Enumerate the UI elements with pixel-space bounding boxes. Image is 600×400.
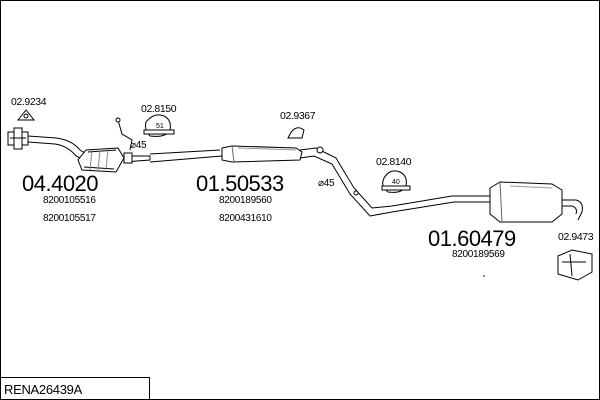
pipe-diameter-label: ⌀45 [318, 178, 335, 189]
part-code-catalytic-converter: 04.4020 [22, 171, 99, 196]
oem-reference: 8200105516 [43, 195, 96, 206]
rubber-hanger-2-icon [381, 170, 411, 193]
middle-silencer [221, 145, 303, 163]
oem-reference: 8200189560 [219, 195, 272, 206]
gasket-icon [16, 109, 36, 121]
oem-reference: 8200105517 [43, 213, 96, 224]
accessory-code-hanger-2: 02.8140 [376, 156, 412, 168]
intermediate-pipe [123, 149, 223, 163]
diagram-reference-box: RENA26439A [0, 377, 150, 399]
accessory-code-mount: 02.9367 [280, 110, 316, 122]
rubber-hanger-icon [143, 114, 175, 137]
accessory-code-hanger-1: 02.8150 [141, 103, 177, 115]
oem-reference: 8200189569 [452, 249, 505, 260]
accessory-code-bracket: 02.9473 [558, 231, 594, 243]
mounting-bracket-icon [557, 249, 593, 281]
hanger-size-label: 51 [156, 123, 164, 130]
front-flange [7, 127, 29, 150]
front-pipe [27, 135, 91, 162]
catalytic-converter [77, 147, 125, 173]
accessory-code-gasket: 02.9234 [11, 96, 47, 108]
rear-silencer [489, 181, 563, 223]
diagram-reference-code: RENA26439A [4, 382, 82, 397]
pipe-diameter-label: ⌀45 [130, 140, 147, 151]
hanger-size-label: 40 [392, 179, 400, 186]
part-code-middle-silencer: 01.50533 [196, 171, 284, 196]
part-code-rear-silencer: 01.60479 [428, 226, 516, 251]
sensor-bracket [117, 119, 133, 151]
oem-reference: 8200431610 [219, 213, 272, 224]
tailpipe [562, 199, 583, 221]
rubber-mount-icon [287, 127, 305, 139]
